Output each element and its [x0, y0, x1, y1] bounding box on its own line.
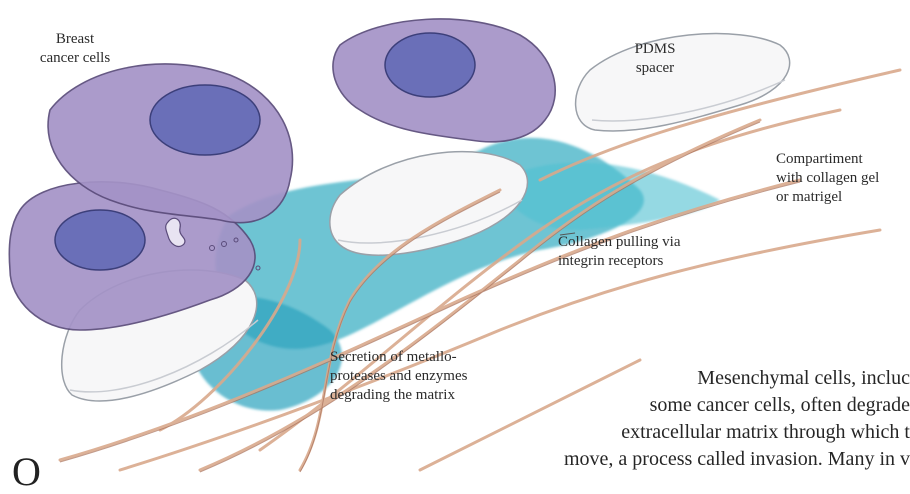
label-pdms-spacer-line2: spacer	[615, 59, 695, 78]
label-collagen-pulling: Collagen pulling via integrin receptors	[558, 233, 738, 271]
body-line-4: move, a process called invasion. Many in…	[470, 446, 910, 473]
label-collagen-pulling-line1: Collagen pulling via	[558, 233, 738, 252]
drop-cap-letter: O	[12, 452, 41, 492]
body-paragraph: Mesenchymal cells, incluc some cancer ce…	[470, 365, 910, 473]
label-compartment-line2: with collagen gel	[776, 169, 910, 188]
body-line-1: Mesenchymal cells, incluc	[470, 365, 910, 392]
label-collagen-pulling-line2: integrin receptors	[558, 252, 738, 271]
body-line-2: some cancer cells, often degrade	[470, 392, 910, 419]
label-breast-cancer-cells: Breast cancer cells	[30, 30, 120, 68]
label-compartment: Compartiment with collagen gel or matrig…	[776, 150, 910, 207]
cancer-cell-right	[333, 19, 555, 142]
label-compartment-line3: or matrigel	[776, 188, 910, 207]
label-breast-cancer-cells-line1: Breast	[30, 30, 120, 49]
body-line-3: extracellular matrix through which t	[470, 419, 910, 446]
label-pdms-spacer: PDMS spacer	[615, 40, 695, 78]
label-pdms-spacer-line1: PDMS	[615, 40, 695, 59]
label-compartment-line1: Compartiment	[776, 150, 910, 169]
label-breast-cancer-cells-line2: cancer cells	[30, 49, 120, 68]
